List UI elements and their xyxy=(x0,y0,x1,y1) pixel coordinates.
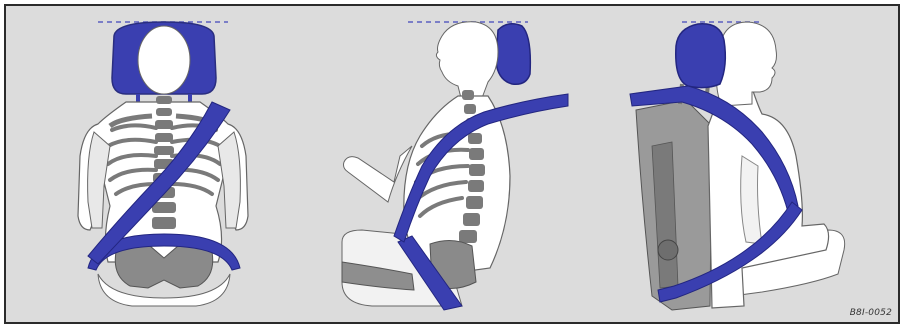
seat-recline-knob xyxy=(658,240,678,260)
front-view-illustration xyxy=(6,6,312,322)
headrest xyxy=(496,24,530,85)
panel-side-view-left xyxy=(312,6,612,322)
head xyxy=(138,26,190,94)
side-view-left-illustration xyxy=(312,6,612,322)
side-view-right-illustration xyxy=(612,6,898,322)
panel-side-view-right xyxy=(612,6,898,322)
panel-front-view xyxy=(6,6,312,322)
figure-code: B8I-0052 xyxy=(850,308,892,318)
figure-frame: B8I-0052 xyxy=(4,4,900,324)
headrest xyxy=(676,24,726,88)
